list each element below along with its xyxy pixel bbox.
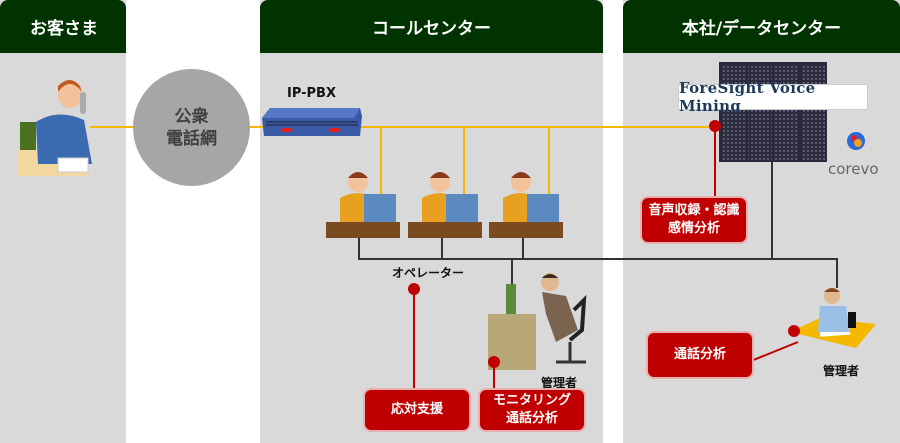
- lan-line-main: [358, 258, 838, 260]
- response-support-line: [413, 292, 415, 388]
- network-label-2: 電話網: [166, 128, 217, 149]
- operator-headset-icon: [408, 172, 482, 238]
- operator-label: オペレーター: [392, 266, 465, 280]
- call-center-manager-label: 管理者: [541, 376, 578, 390]
- monitoring-dot: [488, 356, 500, 368]
- phone-line-main: [90, 126, 720, 128]
- call-center-manager: [486, 270, 596, 370]
- hq-header: 本社/データセンター: [623, 0, 900, 53]
- phone-line-op3: [548, 126, 550, 196]
- response-support-box: 応対支援: [363, 388, 471, 432]
- emotion-analysis-label: 感情分析: [667, 221, 720, 236]
- voice-recording-line: [714, 128, 716, 196]
- corevo-logo-icon: [846, 131, 866, 151]
- hq-manager: [770, 284, 876, 354]
- call-analysis-hq-label: 通話分析: [673, 347, 726, 362]
- lan-line-op2: [441, 238, 443, 260]
- voice-recognition-label: 音声収録・認識: [648, 203, 740, 218]
- lan-line-manager: [511, 258, 513, 298]
- response-support-label: 応対支援: [390, 402, 443, 417]
- operator-3: [489, 166, 573, 240]
- monitoring-label: モニタリング: [492, 393, 571, 408]
- hq-manager-label: 管理者: [823, 364, 860, 378]
- corevo-logo-text: corevo: [828, 160, 879, 178]
- operator-headset-icon: [489, 172, 563, 238]
- customer-header: お客さま: [0, 0, 126, 53]
- phone-line-op1: [380, 126, 382, 196]
- operator-headset-icon: [326, 172, 400, 238]
- server-rack: [719, 62, 827, 162]
- monitoring-line: [493, 364, 495, 388]
- voice-recording-dot: [709, 120, 721, 132]
- customer-on-phone-icon: [18, 80, 92, 176]
- lan-line-op3: [522, 238, 524, 260]
- call-center-header: コールセンター: [260, 0, 603, 53]
- public-telephone-network: 公衆 電話網: [133, 69, 250, 186]
- call-analysis-label: 通話分析: [505, 411, 558, 426]
- call-analysis-box: 通話分析: [646, 331, 754, 379]
- voice-recognition-box: 音声収録・認識 感情分析: [640, 196, 748, 244]
- pbx-label: IP-PBX: [287, 86, 336, 101]
- lan-line-hq-manager: [836, 258, 838, 288]
- customer-panel: お客さま: [0, 0, 126, 443]
- response-support-dot: [408, 283, 420, 295]
- pbx-device: [262, 108, 362, 138]
- monitoring-analysis-box: モニタリング 通話分析: [478, 388, 586, 432]
- manager-at-desk-icon: [790, 288, 876, 348]
- call-analysis-dot: [788, 325, 800, 337]
- lan-line-server: [771, 160, 773, 260]
- network-label-1: 公衆: [174, 106, 209, 127]
- manager-at-desk-icon: [488, 273, 587, 370]
- lan-line-op1: [358, 238, 360, 260]
- operator-2: [408, 166, 492, 240]
- foresight-voice-mining-logo: ForeSight Voice Mining: [678, 79, 868, 115]
- pbx-icon: [262, 108, 362, 136]
- customer-figure: [18, 72, 96, 177]
- phone-line-op2: [463, 126, 465, 196]
- operator-1: [326, 166, 410, 240]
